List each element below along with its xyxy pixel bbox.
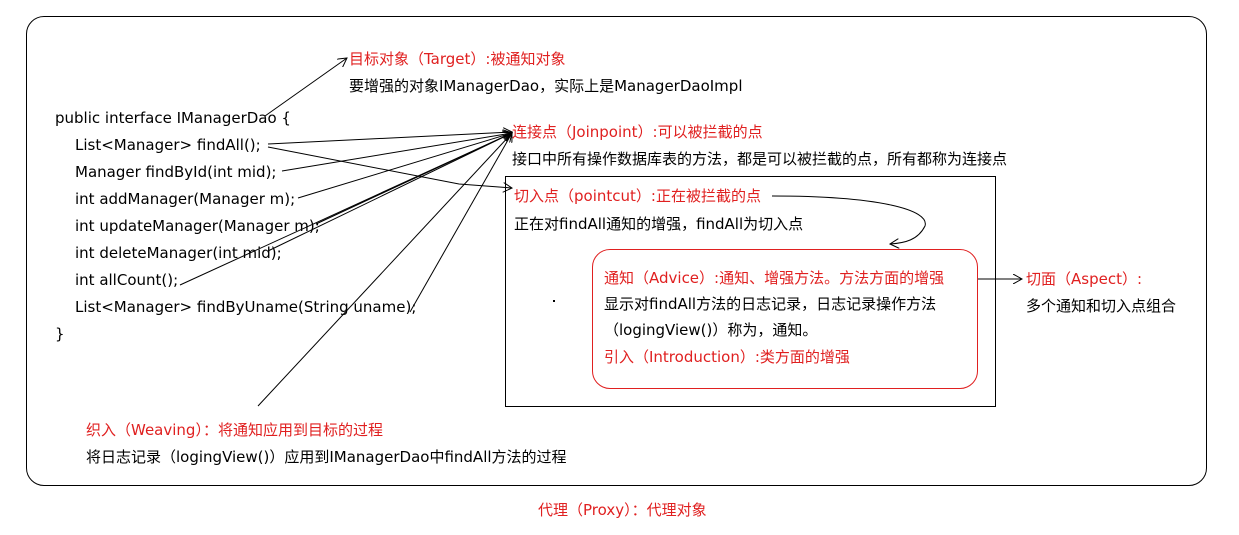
arrow-pointcut-advice: [771, 195, 926, 244]
stray-dot: [553, 300, 555, 302]
proxy-title: 代理（Proxy）：代理对象: [538, 501, 707, 519]
arrow-findall-joinpoint: [267, 132, 512, 145]
code-line: int addManager(Manager m);: [75, 190, 296, 208]
code-header: public interface IManagerDao {: [55, 109, 291, 127]
arrow-findall-pointcut: [267, 146, 512, 188]
code-line: int updateManager(Manager m);: [75, 217, 320, 235]
weaving-desc: 将日志记录（logingView()）应用到IManagerDao中findAl…: [86, 448, 567, 466]
code-line: Manager findById(int mid);: [75, 163, 277, 181]
introduction-title: 引入（Introduction）:类方面的增强: [604, 348, 850, 366]
arrow-add-joinpoint: [297, 133, 512, 199]
aspect-desc: 多个通知和切入点组合: [1026, 297, 1177, 315]
weaving-title: 织入（Weaving）：将通知应用到目标的过程: [86, 421, 383, 439]
code-line: List<Manager> findByUname(String uname);: [75, 298, 417, 316]
advice-title: 通知（Advice）:通知、增强方法。方法方面的增强: [604, 269, 945, 287]
advice-desc-line1: 显示对findAll方法的日志记录，日志记录操作方法: [604, 295, 937, 313]
code-line: int deleteManager(int mid);: [75, 244, 282, 262]
joinpoint-desc: 接口中所有操作数据库表的方法，都是可以被拦截的点，所有都称为连接点: [512, 150, 1008, 168]
pointcut-box: [505, 176, 996, 407]
arrow-weaving-joinpoint: [257, 133, 512, 407]
pointcut-title: 切入点（pointcut）:正在被拦截的点: [514, 187, 761, 205]
arrow-delete-joinpoint: [267, 133, 512, 252]
target-desc: 要增强的对象IManagerDao，实际上是ManagerDaoImpl: [349, 77, 743, 95]
code-footer: }: [55, 325, 65, 343]
arrow-allcount-joinpoint: [179, 133, 512, 286]
code-line: List<Manager> findAll();: [75, 136, 261, 154]
advice-desc-line2: （logingView()）称为，通知。: [604, 321, 818, 339]
arrow-findbyuname-joinpoint: [409, 133, 512, 313]
joinpoint-title: 连接点（Joinpoint）:可以被拦截的点: [512, 123, 763, 141]
outer-frame: [26, 16, 1207, 486]
target-title: 目标对象（Target）:被通知对象: [349, 50, 566, 68]
arrow-findbyid-joinpoint: [281, 133, 512, 172]
pointcut-desc: 正在对findAll通知的增强，findAll为切入点: [514, 215, 804, 233]
aspect-title: 切面（Aspect）:: [1026, 270, 1143, 288]
code-line: int allCount();: [75, 271, 179, 289]
arrow-to-target: [264, 58, 347, 117]
advice-box: [592, 249, 978, 389]
